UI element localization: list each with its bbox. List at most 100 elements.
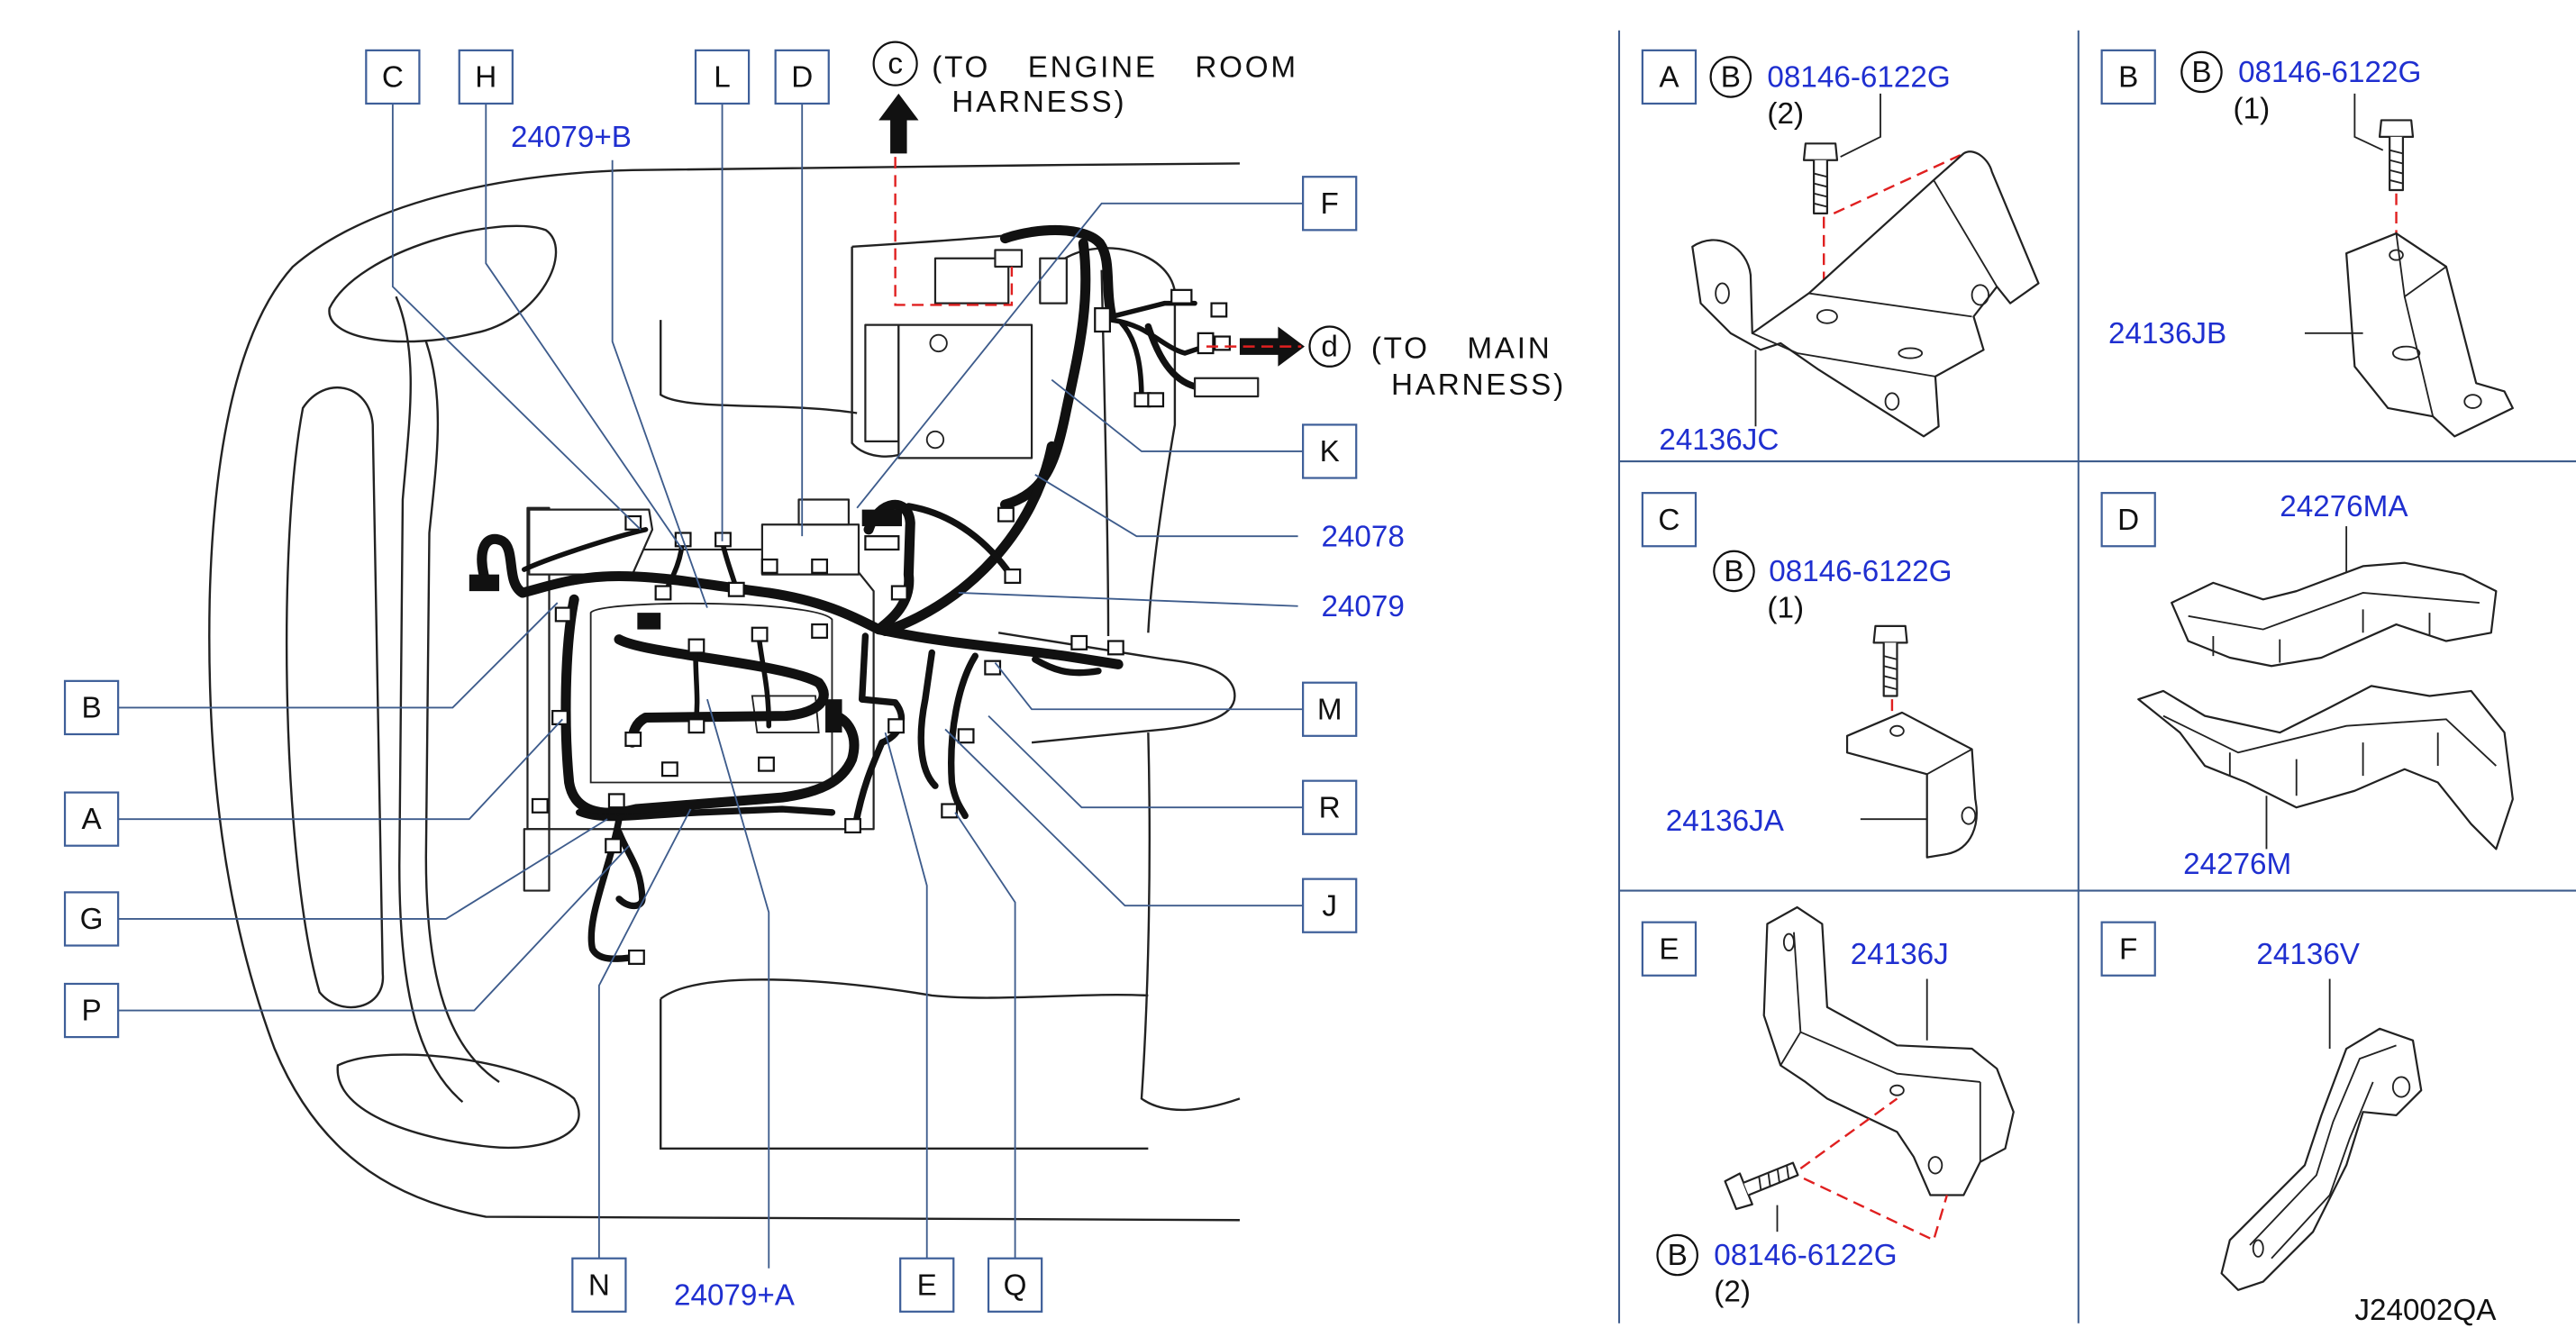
connector bbox=[997, 506, 1015, 523]
svg-text:d: d bbox=[1321, 331, 1337, 364]
connector bbox=[887, 718, 905, 734]
connector bbox=[811, 558, 829, 574]
detail-panel-f: F 24136V bbox=[2100, 921, 2423, 1291]
panel-letter: A bbox=[1659, 61, 1679, 95]
svg-text:M: M bbox=[1317, 693, 1343, 726]
svg-text:c: c bbox=[887, 48, 903, 81]
detail-panel-a: A B 08146-6122G (2) 24136JC bbox=[1641, 49, 2040, 457]
callout-k: K bbox=[1302, 423, 1358, 479]
main-harness-label-2: HARNESS) bbox=[1391, 368, 1566, 402]
callout-g: G bbox=[63, 891, 120, 947]
callout-h: H bbox=[458, 49, 514, 105]
bolt-quantity: (2) bbox=[1714, 1276, 1751, 1309]
bracket-24136ja bbox=[1845, 711, 1978, 859]
bolt-icon bbox=[1724, 1161, 1799, 1211]
wiring-harness bbox=[477, 224, 1218, 962]
fuse-battery-area bbox=[864, 249, 1068, 459]
drawing-id: J24002QA bbox=[2354, 1294, 2497, 1327]
svg-text:L: L bbox=[714, 61, 730, 95]
connector bbox=[1147, 392, 1165, 408]
arrow-up-icon bbox=[878, 93, 919, 154]
connection-mark-c bbox=[872, 41, 918, 86]
svg-text:D: D bbox=[791, 61, 813, 95]
connection-mark-d bbox=[1308, 325, 1351, 368]
detail-panel-c: C B 08146-6122G (1) 24136JA bbox=[1641, 492, 1978, 859]
svg-text:R: R bbox=[1319, 791, 1341, 824]
callout-c: C bbox=[365, 49, 421, 105]
bolt-mark bbox=[1656, 1233, 1698, 1277]
connector bbox=[1197, 332, 1215, 355]
part-number-24078: 24078 bbox=[1321, 520, 1404, 553]
bracket-24136j bbox=[1762, 905, 2015, 1196]
connector bbox=[607, 793, 625, 809]
panel-letter: B bbox=[2118, 61, 2138, 95]
svg-text:B: B bbox=[81, 691, 101, 724]
bolt-mark bbox=[1713, 550, 1755, 593]
connector bbox=[751, 626, 769, 642]
svg-text:B: B bbox=[1724, 555, 1743, 588]
connector bbox=[890, 585, 908, 601]
svg-text:Q: Q bbox=[1004, 1269, 1027, 1302]
connector bbox=[554, 606, 572, 623]
connector bbox=[727, 581, 745, 597]
callout-a: A bbox=[63, 791, 120, 847]
connector bbox=[758, 756, 775, 772]
svg-text:B: B bbox=[2191, 56, 2211, 89]
connector bbox=[531, 797, 549, 814]
panel-letter: E bbox=[1659, 932, 1679, 966]
connector bbox=[1106, 640, 1124, 656]
part-number-24079a: 24079+A bbox=[674, 1278, 796, 1312]
part-number: 24136JC bbox=[1659, 423, 1779, 457]
engine-room-label: (TO ENGINE ROOM bbox=[932, 50, 1298, 84]
connector bbox=[861, 509, 903, 527]
svg-text:A: A bbox=[81, 803, 102, 836]
svg-text:J: J bbox=[1322, 889, 1337, 923]
connector bbox=[760, 558, 778, 574]
main-harness-label: (TO MAIN bbox=[1371, 332, 1552, 366]
engine-block bbox=[523, 498, 875, 892]
connector bbox=[1094, 307, 1111, 333]
bracket-24136v bbox=[2220, 1027, 2423, 1291]
bolt-part-number: 08146-6122G bbox=[1767, 61, 1950, 95]
connector bbox=[1004, 568, 1022, 584]
connector bbox=[605, 838, 623, 854]
bracket-24136jc bbox=[1691, 150, 2040, 438]
callout-q: Q bbox=[987, 1257, 1043, 1313]
bolt-icon bbox=[1802, 142, 1839, 214]
callout-n: N bbox=[571, 1257, 627, 1313]
bolt-icon bbox=[2378, 119, 2415, 192]
connector bbox=[844, 818, 861, 834]
connector bbox=[1210, 302, 1228, 318]
protector-24276m bbox=[2137, 685, 2514, 850]
part-number: 24276M bbox=[2183, 848, 2291, 881]
part-number-24079b: 24079+B bbox=[511, 121, 632, 154]
bolt-part-number: 08146-6122G bbox=[1769, 555, 1952, 588]
connector bbox=[687, 718, 705, 734]
bolt-mark bbox=[2180, 50, 2223, 94]
part-number: 24136JB bbox=[2108, 317, 2226, 350]
connector bbox=[687, 638, 705, 654]
callout-l: L bbox=[694, 49, 751, 105]
panel-letter: D bbox=[2117, 504, 2139, 537]
bolt-quantity: (1) bbox=[1767, 592, 1804, 625]
connector bbox=[1193, 377, 1260, 398]
detail-panel-b: B B 08146-6122G (1) 24136JB bbox=[2100, 49, 2514, 438]
svg-text:K: K bbox=[1320, 435, 1340, 468]
protector-24276ma bbox=[2171, 561, 2498, 668]
svg-text:H: H bbox=[475, 61, 496, 95]
svg-text:B: B bbox=[1668, 1239, 1688, 1272]
part-number-24079: 24079 bbox=[1321, 590, 1404, 623]
part-number: 24136V bbox=[2256, 938, 2360, 971]
detail-panel-d: D 24276MA 24276M bbox=[2100, 490, 2514, 881]
bolt-part-number: 08146-6122G bbox=[2238, 56, 2421, 89]
engine-room-label-2: HARNESS) bbox=[951, 86, 1126, 119]
svg-text:E: E bbox=[917, 1269, 937, 1302]
connector bbox=[957, 728, 975, 744]
callout-j: J bbox=[1302, 878, 1358, 933]
bolt-mark bbox=[1709, 56, 1752, 98]
svg-text:C: C bbox=[382, 61, 404, 95]
bolt-icon bbox=[1872, 624, 1908, 697]
connector bbox=[624, 731, 642, 747]
bolt-quantity: (2) bbox=[1767, 97, 1804, 131]
svg-text:N: N bbox=[588, 1269, 610, 1302]
